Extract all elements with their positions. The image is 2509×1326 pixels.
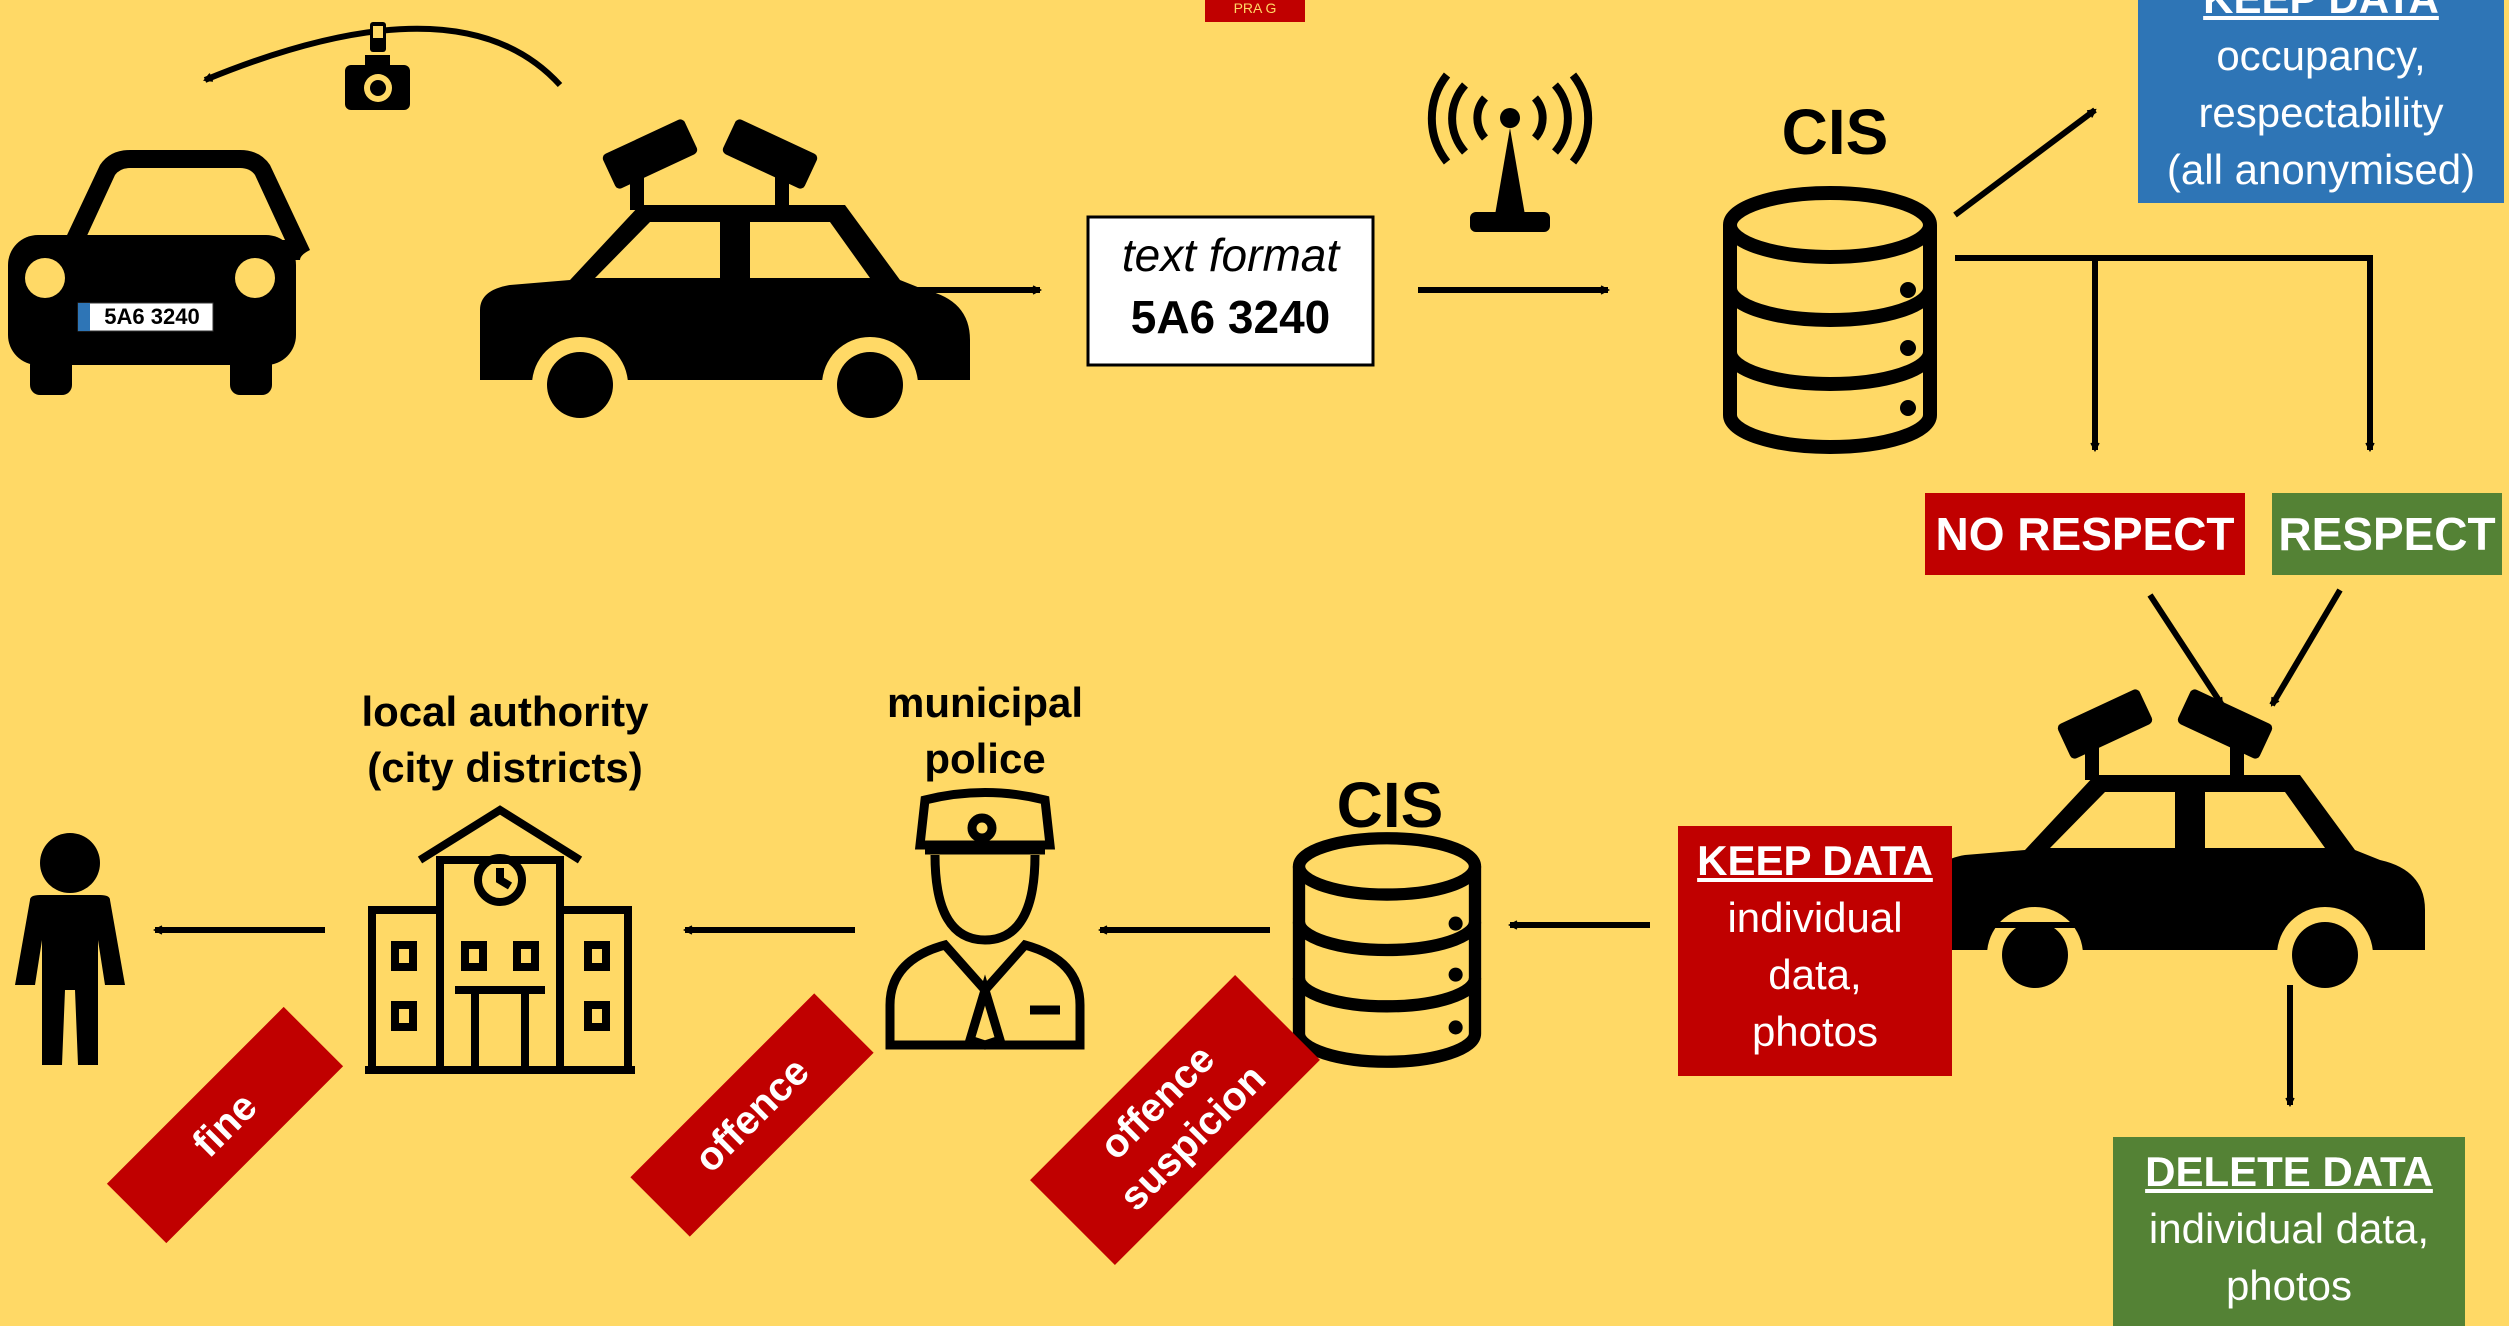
arrow-respect-to-car (2269, 588, 2343, 705)
keep-data-individual-title: KEEP DATA (1697, 837, 1933, 884)
police-officer-icon (885, 788, 1085, 1050)
database-top-icon (1730, 193, 1930, 447)
logo-text: PRA G (1233, 0, 1277, 16)
delete-data-box: DELETE DATA individual data, photos (2113, 1137, 2465, 1326)
municipal-police-line2: police (924, 735, 1046, 782)
local-authority-label: local authority (city districts) (340, 684, 670, 796)
respect-badge: RESPECT (2272, 493, 2502, 575)
camera-car-top-icon (480, 117, 970, 433)
photo-arc-arrow (205, 25, 563, 88)
arrow-cis-to-keep (1953, 107, 2097, 218)
camera-icon (345, 22, 410, 110)
text-format-label: text format (1121, 229, 1340, 281)
logo-mark (1205, 0, 1305, 22)
antenna-icon (1427, 72, 1593, 232)
keep-data-individual-box: KEEP DATA individual data, photos (1678, 826, 1952, 1076)
car-front-icon (8, 150, 310, 395)
arrow-cis-to-respect (1955, 255, 2370, 450)
person-icon (15, 833, 125, 1065)
cis-top-label: CIS (1781, 96, 1889, 168)
keep-data-anonymised-title: KEEP DATA (2138, 0, 2504, 27)
delete-data-line2: photos (2225, 1262, 2353, 1309)
municipal-police-label: municipal police (850, 675, 1120, 787)
delete-data-title: DELETE DATA (2145, 1148, 2433, 1195)
keep-data-anonymised-box: KEEP DATA occupancy, respectability (all… (2138, 0, 2504, 203)
municipal-police-line1: municipal (886, 679, 1084, 726)
database-bottom-icon (1299, 838, 1475, 1062)
arrow-no-respect-to-car (2147, 593, 2225, 705)
plate-text-format: 5A6 3240 (1130, 291, 1331, 343)
keep-data-anonymised-line1: occupancy, (2216, 32, 2426, 79)
camera-car-bottom-icon (1935, 687, 2425, 1003)
delete-data-line1: individual data, (2148, 1205, 2430, 1252)
local-authority-line1: local authority (361, 688, 649, 735)
town-hall-icon (365, 805, 635, 1074)
text-format-box-frame (1086, 215, 1375, 367)
keep-data-individual-line1: individual (1727, 894, 1903, 941)
keep-data-anonymised-line2: respectability (2198, 89, 2444, 136)
keep-data-individual-line3: photos (1751, 1008, 1879, 1055)
license-plate-text: 5A6 3240 (104, 304, 200, 329)
keep-data-individual-line2: data, (1768, 951, 1862, 998)
keep-data-anonymised-line3: (all anonymised) (2166, 146, 2476, 193)
no-respect-badge: NO RESPECT (1925, 493, 2245, 575)
cis-bottom-label: CIS (1336, 769, 1444, 841)
local-authority-line2: (city districts) (367, 744, 643, 791)
